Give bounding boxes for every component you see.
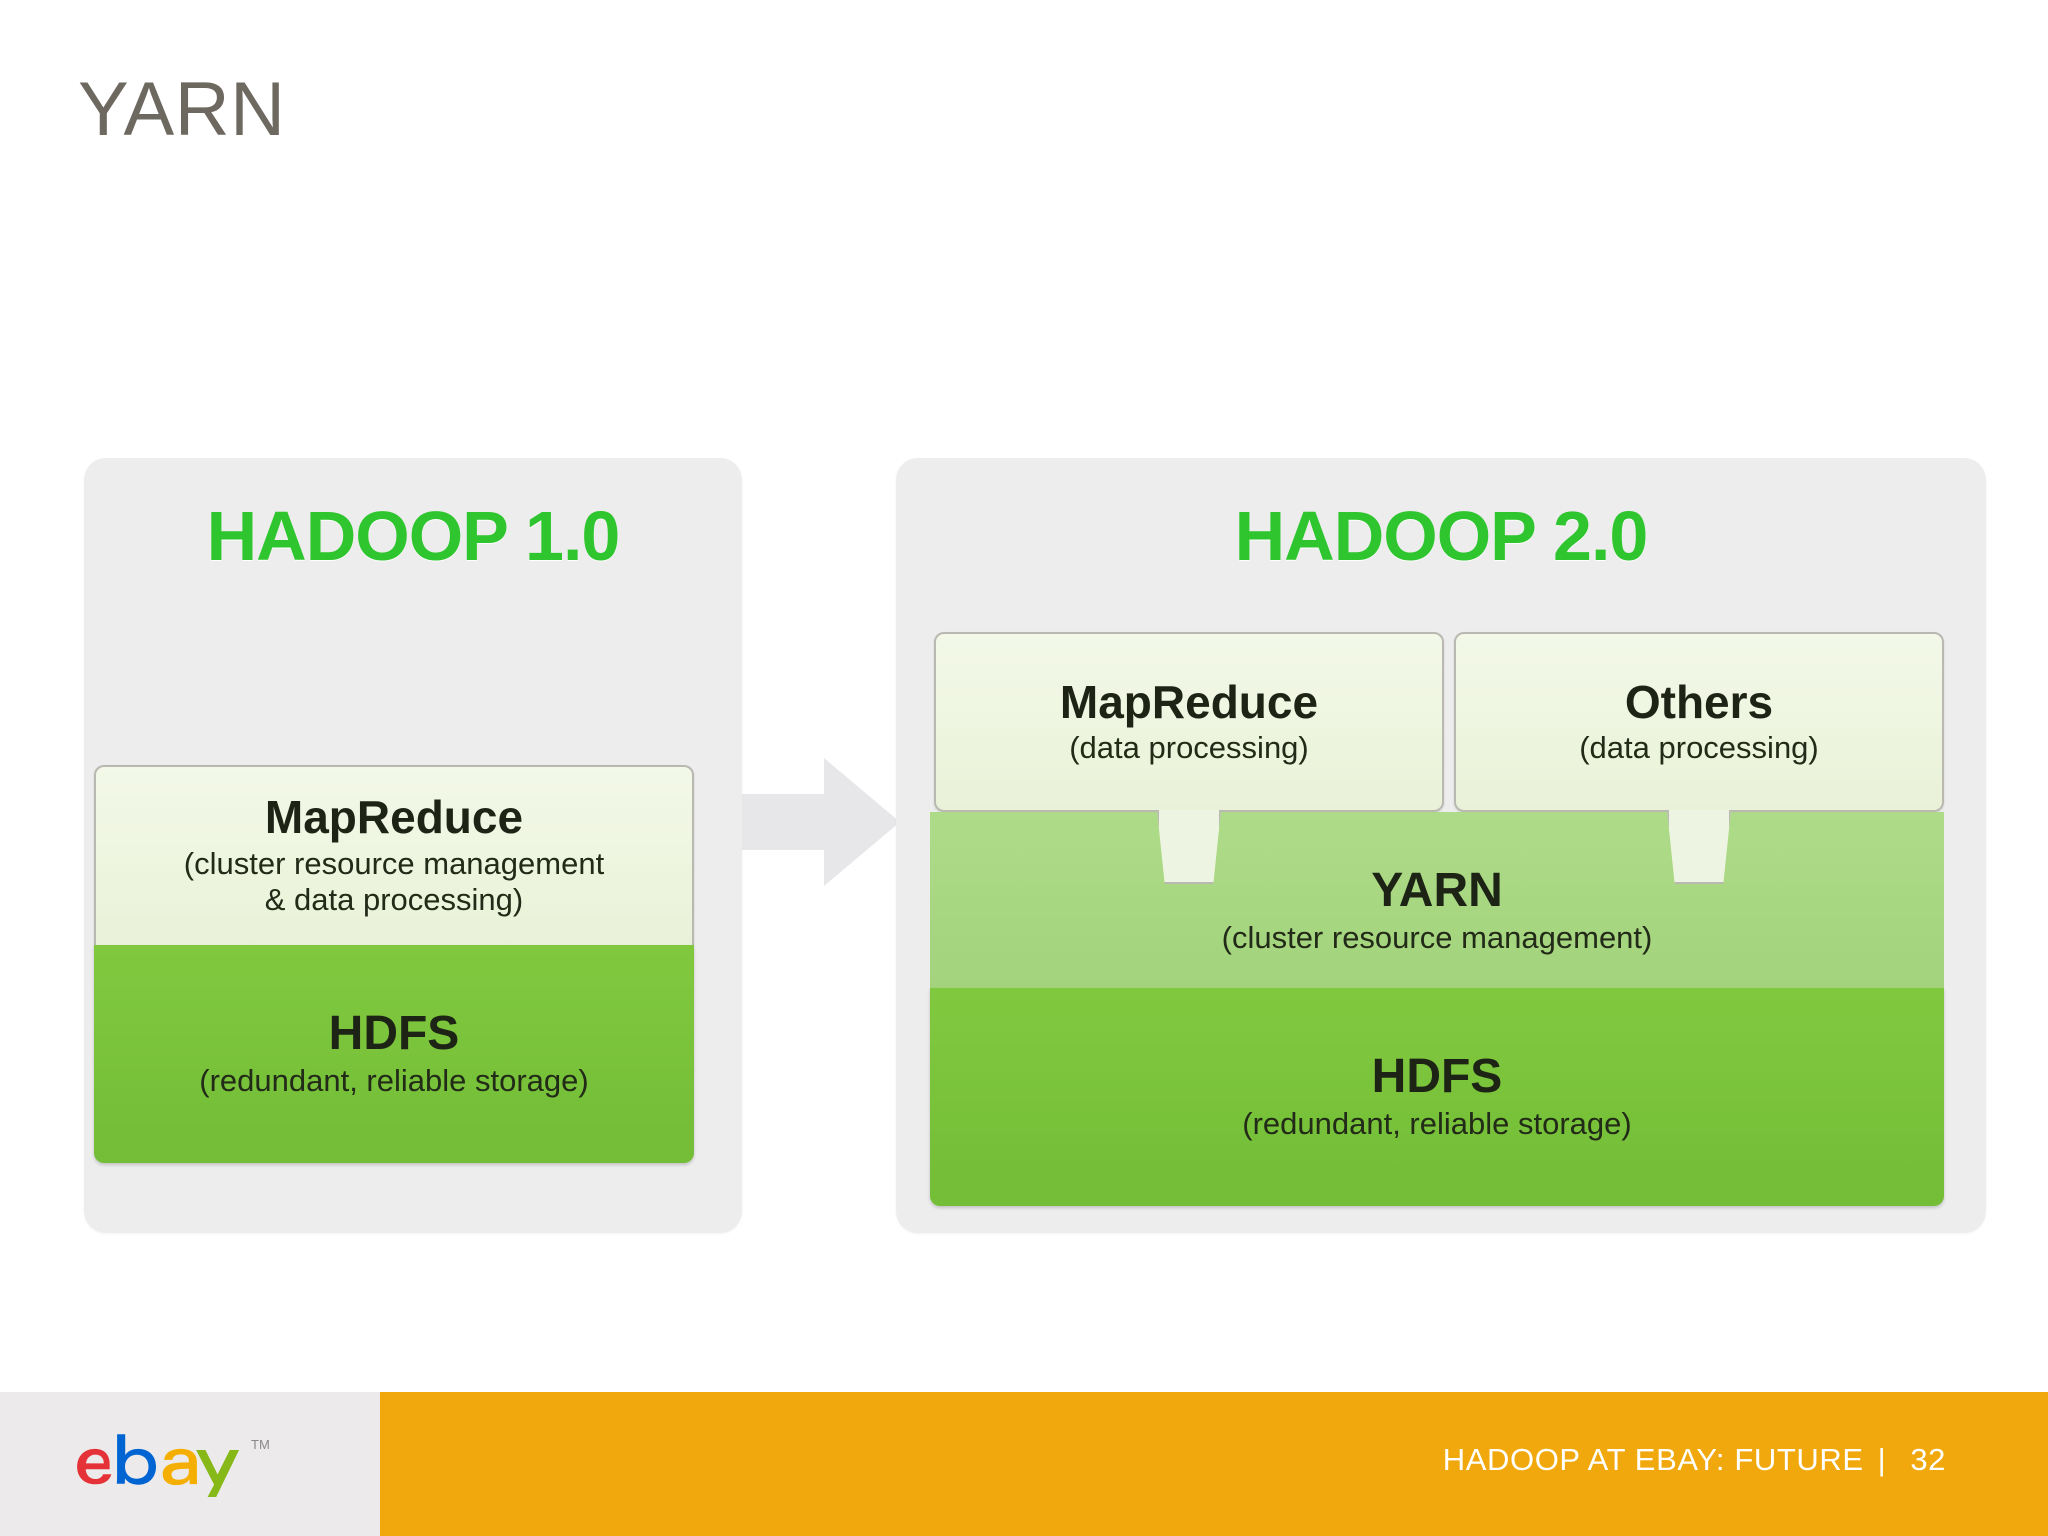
hadoop2-others-title: Others <box>1624 675 1774 728</box>
page-title: YARN <box>78 67 286 152</box>
footer-page-number: 32 <box>1910 1442 1946 1477</box>
hadoop1-hdfs-subtitle: (redundant, reliable storage) <box>199 1062 589 1098</box>
trademark-mark: TM <box>251 1437 270 1452</box>
hadoop2-heading: HADOOP 2.0 <box>1234 497 1649 575</box>
ebay-logo-icon: TM <box>77 1434 270 1497</box>
footer-separator: | <box>1877 1442 1887 1477</box>
hadoop2-yarn-subtitle: (cluster resource management) <box>1221 919 1653 955</box>
hadoop1-heading: HADOOP 1.0 <box>206 497 621 575</box>
hadoop2-mapreduce-title: MapReduce <box>1059 675 1319 728</box>
hadoop2-others-subtitle: (data processing) <box>1579 729 1819 765</box>
hadoop2-mapreduce-box: MapReduce (data processing) <box>934 632 1444 812</box>
slide-footer: TM HADOOP AT EBAY: FUTURE | 32 <box>0 1392 2048 1536</box>
hadoop1-mapreduce-box: MapReduce (cluster resource management &… <box>94 765 694 945</box>
footer-caption: HADOOP AT EBAY: FUTURE | 32 <box>1443 1442 1946 1478</box>
hadoop1-hdfs-title: HDFS <box>328 1006 460 1060</box>
hadoop2-hdfs-box: HDFS (redundant, reliable storage) <box>930 988 1944 1206</box>
hadoop1-mapreduce-subtitle-line1: (cluster resource management <box>183 845 605 881</box>
hadoop2-yarn-title: YARN <box>1371 863 1503 917</box>
hadoop1-mapreduce-title: MapReduce <box>264 791 524 844</box>
hadoop2-hdfs-subtitle: (redundant, reliable storage) <box>1242 1105 1632 1141</box>
hadoop2-others-box: Others (data processing) <box>1454 632 1944 812</box>
hadoop2-hdfs-title: HDFS <box>1371 1049 1503 1103</box>
hadoop1-hdfs-box: HDFS (redundant, reliable storage) <box>94 945 694 1163</box>
hadoop2-mapreduce-subtitle: (data processing) <box>1069 729 1309 765</box>
hadoop2-yarn-box: YARN (cluster resource management) <box>930 812 1944 988</box>
hadoop1-mapreduce-subtitle-line2: & data processing) <box>264 882 524 918</box>
footer-amber-bar: HADOOP AT EBAY: FUTURE | 32 <box>380 1392 2048 1536</box>
footer-deck-title: HADOOP AT EBAY: FUTURE <box>1442 1442 1864 1477</box>
arrow-right-icon <box>742 742 902 902</box>
others-connector-notch <box>1667 810 1731 884</box>
mapreduce-connector-notch <box>1157 810 1221 884</box>
ebay-logo-area: TM <box>0 1392 380 1536</box>
